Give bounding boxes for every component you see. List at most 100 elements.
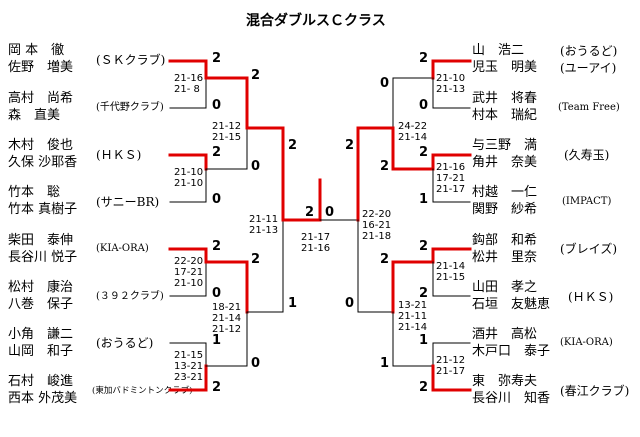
line-l-r1-m4-top: [169, 342, 207, 367]
score-l-sf: 21-11 21-13: [249, 214, 279, 236]
entry-r1-player2: 児玉 明美: [472, 60, 538, 75]
result-l-r1-5: 2: [212, 239, 222, 254]
result-l-r1-2: 0: [212, 98, 222, 113]
result-r-r1-6: 2: [419, 286, 429, 301]
entry-l3-player2: 久保 沙耶香: [8, 155, 78, 170]
entry-l4-player2: 竹本 真樹子: [8, 202, 78, 217]
entry-r3-team: (久寿玉): [564, 148, 610, 162]
entry-l7-team: (おうるど): [96, 336, 154, 350]
result-l-r1-1: 2: [212, 51, 222, 66]
entry-l3-team: (ＨＫＳ): [96, 148, 142, 162]
line-l-r1-m1-bot: [169, 77, 207, 109]
entry-l6-player2: 八巻 保子: [8, 297, 74, 312]
line-r-r2-m2-bot: [392, 311, 434, 367]
line-l-r2-m1-top: [204, 76, 249, 130]
result-r-r2-2: 2: [380, 252, 390, 267]
result-r-r2-3: 1: [380, 356, 390, 371]
result-r-r1-3: 2: [419, 145, 429, 160]
entry-l2-team: (千代野クラブ): [96, 102, 164, 113]
entry-l5-player1: 柴田 泰伸: [8, 233, 74, 248]
entry-r5-player1: 鈎部 和希: [472, 233, 538, 248]
entry-l4-player1: 竹本 聡: [8, 185, 61, 200]
entry-r3-player1: 与三野 満: [472, 138, 538, 153]
result-l-r2-2: 0: [251, 159, 261, 174]
entry-r7-team: (KIA-ORA): [560, 337, 613, 348]
entry-l6-team: (３９２クラブ): [96, 291, 164, 302]
entry-r6-player2: 石垣 友魅恵: [472, 297, 551, 312]
line-l-sf-bot: [246, 219, 284, 313]
score-final: 21-17 21-16: [301, 232, 331, 254]
line-r-r1-m2-bot: [432, 168, 471, 203]
entry-r6-player1: 山田 孝之: [472, 280, 538, 295]
entry-l5-player2: 長谷川 悦子: [8, 250, 78, 265]
line-r-r1-m3-top: [431, 247, 472, 264]
entry-r4-player2: 関野 紗希: [472, 202, 538, 217]
page-title: 混合ダブルスＣクラス: [246, 13, 386, 29]
entry-r2-team: (Team Free): [558, 102, 620, 113]
result-l-r1-6: 0: [212, 286, 222, 301]
line-l-r1-m2-top: [168, 153, 208, 171]
result-l-r1-4: 0: [212, 192, 222, 207]
result-l-r2-3: 2: [251, 252, 261, 267]
line-l-r1-m4-bot: [168, 364, 208, 392]
line-l-r2-m2-top: [204, 260, 249, 314]
score-r-r1-m2: 21-16 17-21 21-17: [436, 162, 466, 195]
entry-l6-player1: 松村 康治: [8, 280, 74, 295]
score-r-r2-m2: 13-21 21-11 21-14: [398, 300, 428, 333]
entry-r1-team: (おうるど) (ユーアイ): [560, 44, 618, 75]
entry-l8-player1: 石村 峻進: [8, 374, 74, 389]
result-r-r1-1: 2: [419, 51, 429, 66]
entry-r2-player2: 村本 瑞紀: [472, 108, 538, 123]
result-r-sf-1: 2: [345, 138, 355, 153]
entry-l1-player2: 佐野 増美: [8, 60, 74, 75]
line-r-r1-m4-bot: [431, 364, 472, 392]
entry-l2-player1: 高村 尚希: [8, 91, 74, 106]
line-l-r1-m3-top: [168, 247, 208, 264]
result-r-r1-5: 2: [419, 239, 429, 254]
result-l-r2-1: 2: [251, 68, 261, 83]
result-l-r2-4: 0: [251, 356, 261, 371]
score-r-sf: 22-20 16-21 21-18: [362, 209, 392, 242]
score-r-r1-m3: 21-14 21-15: [436, 261, 466, 283]
line-l-r1-m1-top: [168, 59, 208, 80]
entry-l4-team: (サニーBR): [96, 195, 160, 209]
result-r-r1-7: 1: [419, 333, 429, 348]
line-r-r1-m4-top: [432, 342, 471, 367]
entry-l1-player1: 岡 本 徹: [8, 43, 65, 58]
line-r-sf-top: [356, 126, 395, 222]
entry-r5-team: (ブレイズ): [560, 242, 618, 256]
result-l-sf-1: 2: [288, 138, 298, 153]
line-l-sf-top: [245, 126, 285, 222]
entry-l5-team: (KIA-ORA): [96, 243, 149, 254]
entry-r8-player2: 長谷川 知香: [472, 391, 551, 406]
entry-r8-player1: 東 弥寿夫: [472, 374, 538, 389]
entry-l2-player2: 森 直美: [8, 108, 61, 123]
line-l-r1-m2-bot: [169, 168, 207, 203]
entry-r7-player1: 酒井 高松: [472, 327, 538, 342]
entry-l8-player2: 西本 外茂美: [8, 391, 78, 406]
entry-r7-player2: 木戸口 泰子: [472, 344, 551, 359]
score-l-r1-m2: 21-10 21-10: [174, 167, 204, 189]
score-r-r1-m1: 21-10 21-13: [436, 73, 466, 95]
result-r-r1-8: 2: [419, 380, 429, 395]
result-final-right: 0: [325, 205, 335, 220]
line-l-r2-m1-bot: [205, 127, 248, 170]
result-l-r1-7: 1: [212, 333, 222, 348]
result-r-sf-2: 0: [345, 296, 355, 311]
entry-r3-player2: 角井 奈美: [472, 155, 538, 170]
line-r-r1-m1-bot: [432, 77, 471, 109]
line-r-r1-m3-bot: [432, 261, 471, 297]
score-l-r2-m1: 21-12 21-15: [212, 121, 242, 143]
result-r-r2-1: 2: [380, 159, 390, 174]
line-r-sf-bot: [357, 219, 394, 313]
entry-l3-player1: 木村 俊也: [8, 138, 74, 153]
line-r-r2-m1-bot: [391, 126, 435, 171]
entry-l7-player1: 小角 謙二: [8, 327, 74, 342]
line-r-r1-m1-top: [431, 59, 472, 80]
entry-r1-player1: 山 浩二: [472, 43, 525, 58]
entry-l7-player2: 山岡 和子: [8, 344, 74, 359]
line-r-r2-m2-top: [391, 260, 435, 314]
entry-r4-player1: 村越 一仁: [472, 185, 538, 200]
score-l-r2-m2: 18-21 21-14 21-12: [212, 302, 242, 335]
